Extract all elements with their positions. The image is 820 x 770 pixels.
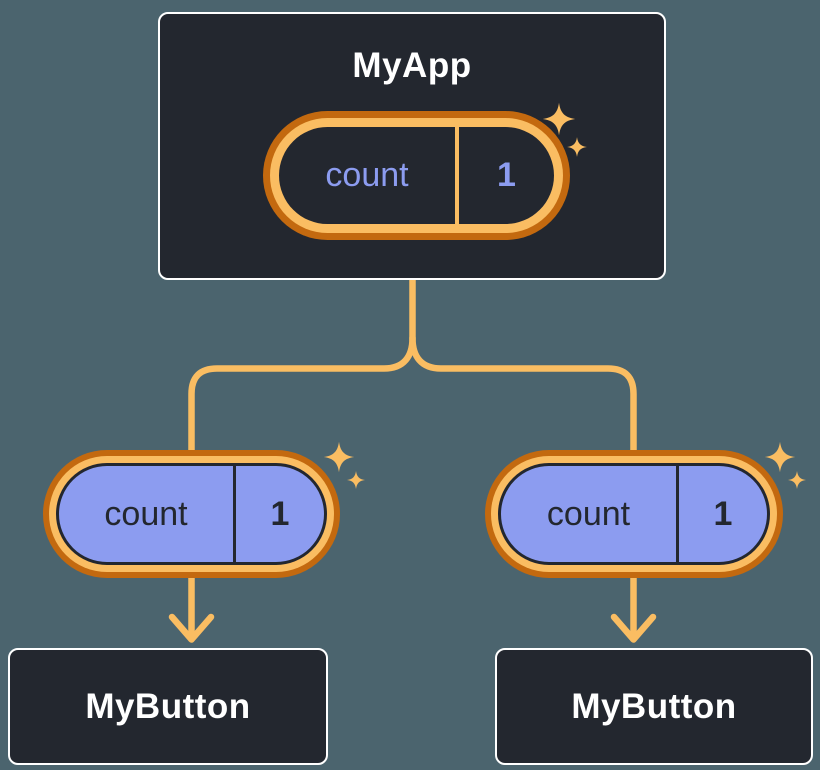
pill-body: count 1 — [56, 463, 327, 565]
state-pill-mybutton-right: count 1 — [485, 450, 783, 578]
sparkle-icon — [764, 441, 796, 473]
state-pill-mybutton-left: count 1 — [43, 450, 340, 578]
sparkle-icon — [542, 102, 576, 136]
sparkle-icon — [323, 441, 355, 473]
node-mybutton-left: MyButton — [8, 648, 328, 765]
arrow-down-icon — [610, 613, 657, 643]
pill-body: count 1 — [279, 127, 554, 224]
state-value: 1 — [497, 156, 516, 194]
state-value: 1 — [713, 494, 733, 533]
pill-divider — [676, 466, 679, 562]
pill-ring: count 1 — [491, 456, 777, 572]
sparkle-icon — [347, 471, 365, 489]
pill-ring: count 1 — [270, 118, 563, 233]
pill-divider — [233, 466, 236, 562]
state-key: count — [325, 156, 409, 194]
sparkle-icon — [567, 137, 587, 157]
pill-ring: count 1 — [49, 456, 334, 572]
sparkle-icon — [788, 471, 806, 489]
node-myapp-title: MyApp — [352, 46, 472, 85]
node-mybutton-title: MyButton — [85, 686, 251, 726]
state-value: 1 — [270, 494, 290, 533]
node-mybutton-right: MyButton — [495, 648, 813, 765]
pill-divider — [455, 127, 459, 224]
arrow-down-icon — [168, 613, 215, 643]
state-key: count — [546, 494, 631, 533]
state-key: count — [104, 494, 188, 533]
pill-body: count 1 — [498, 463, 770, 565]
state-pill-myapp: count 1 — [263, 111, 570, 240]
branch-right — [409, 334, 637, 643]
node-mybutton-title: MyButton — [571, 686, 737, 726]
